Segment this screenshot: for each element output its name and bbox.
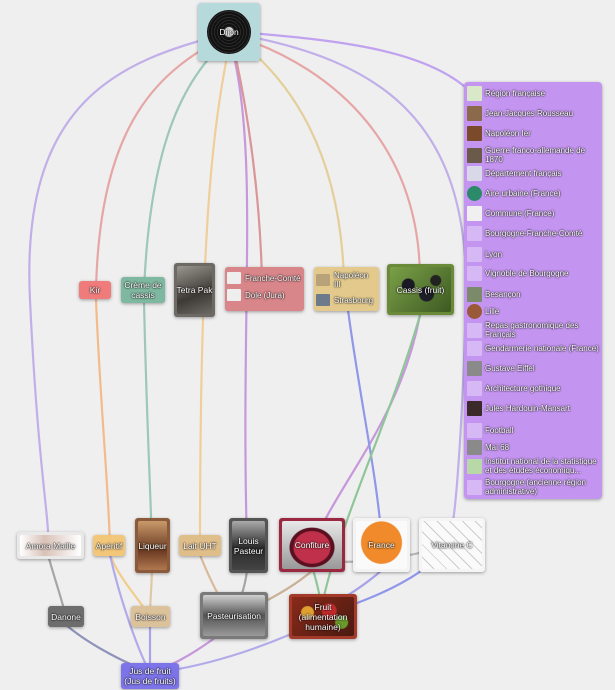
edge-dijon-pasteur: [228, 38, 249, 547]
node-kir[interactable]: Kir: [79, 281, 111, 299]
map-thumbnail-icon: [467, 266, 482, 281]
related-topics-panel: Région française Jean-Jacques Rousseau N…: [464, 82, 602, 499]
city-thumbnail-icon: [467, 287, 482, 302]
panel-item[interactable]: Lille: [467, 304, 599, 319]
panel-item[interactable]: Architecture gothique: [467, 381, 599, 396]
edge-strasbourg-france: [346, 308, 384, 547]
node-aperitif[interactable]: Apéritif: [93, 535, 125, 556]
food-thumbnail-icon: [467, 322, 482, 338]
portrait-thumbnail-icon: [467, 401, 482, 416]
building-thumbnail-icon: [467, 381, 482, 396]
edge-dijon-panel: [235, 30, 466, 88]
pasteur-portrait: [232, 521, 265, 570]
edge-creme-liqueur: [142, 298, 154, 547]
panel-item[interactable]: Vignoble de Bourgogne: [467, 266, 599, 281]
panel-item[interactable]: Napoléon Ier: [467, 126, 599, 141]
photo-thumbnail-icon: [467, 440, 482, 455]
panel-item[interactable]: Institut national de la statistique et d…: [467, 457, 599, 475]
vinyl-record-icon: [207, 10, 251, 54]
portrait-thumbnail-icon: [467, 126, 482, 141]
node-liqueur[interactable]: Liqueur: [135, 518, 170, 573]
map-thumbnail-icon: [467, 206, 482, 221]
portrait-thumbnail-icon: [316, 274, 330, 286]
amora-logo: [20, 535, 81, 556]
panel-item[interactable]: Guerre franco-allemande de 1870: [467, 146, 599, 164]
edge-dijon-franche: [230, 38, 264, 282]
node-fruit[interactable]: Fruit (alimentation humaine): [289, 594, 357, 639]
portrait-thumbnail-icon: [467, 106, 482, 121]
node-pasteurisation[interactable]: Pasteurisation: [200, 592, 268, 639]
node-cassis-fruit[interactable]: Cassis (fruit): [387, 264, 454, 315]
node-lait-uht[interactable]: Lait UHT: [179, 535, 221, 556]
panel-item[interactable]: Département français: [467, 166, 599, 181]
subitem-franche-comte[interactable]: Franche-Comté: [227, 272, 302, 284]
panel-item[interactable]: Lyon: [467, 247, 599, 262]
liqueur-photo: [138, 521, 167, 570]
map-thumbnail-icon: [467, 86, 482, 101]
map-thumbnail-icon: [467, 247, 482, 262]
city-thumbnail-icon: [467, 304, 482, 319]
node-vitamine-c[interactable]: Vitamine C: [419, 518, 485, 572]
map-thumbnail-icon: [467, 226, 482, 241]
tetra-pak-photo: [177, 266, 212, 314]
map-thumbnail-icon: [227, 289, 241, 301]
panel-item[interactable]: Repas gastronomique des Français: [467, 321, 599, 339]
emblem-thumbnail-icon: [467, 341, 482, 356]
panel-item[interactable]: Région française: [467, 86, 599, 101]
node-franche-comte-group[interactable]: Franche-Comté Dole (Jura): [225, 267, 304, 311]
panel-item[interactable]: Jules Hardouin-Mansart: [467, 401, 599, 416]
pasteurisation-photo: [203, 595, 265, 636]
portrait-thumbnail-icon: [467, 361, 482, 376]
city-thumbnail-icon: [316, 294, 330, 306]
node-napoleon-group[interactable]: Napoléon III Strasbourg: [314, 267, 379, 311]
panel-item[interactable]: Besançon: [467, 287, 599, 302]
edge-dijon-creme: [142, 35, 232, 292]
subitem-napoleon-iii[interactable]: Napoléon III: [316, 271, 377, 289]
subitem-strasbourg[interactable]: Strasbourg: [316, 294, 377, 306]
map-thumbnail-icon: [227, 272, 241, 284]
blackcurrant-photo: [390, 267, 451, 312]
panel-item[interactable]: Bourgogne-Franche-Comté: [467, 226, 599, 241]
fruits-photo: [292, 597, 354, 636]
node-dijon[interactable]: Dijon: [198, 3, 260, 61]
node-france[interactable]: France: [353, 518, 410, 572]
map-thumbnail-icon: [467, 479, 482, 495]
panel-item[interactable]: Aire urbaine (France): [467, 186, 599, 201]
panel-item[interactable]: Gendarmerie nationale (France): [467, 341, 599, 356]
node-creme-de-cassis[interactable]: Crème de cassis: [121, 277, 165, 303]
panel-item[interactable]: Gustave Eiffel: [467, 361, 599, 376]
logo-thumbnail-icon: [467, 458, 482, 474]
panel-item[interactable]: Football: [467, 423, 599, 438]
map-thumbnail-icon: [467, 166, 482, 181]
node-tetra-pak[interactable]: Tetra Pak: [174, 263, 215, 317]
edge-dijon-amora: [28, 31, 231, 547]
panel-item[interactable]: Commune (France): [467, 206, 599, 221]
edge-dijon-cassis: [234, 34, 422, 282]
node-jus-de-fruit[interactable]: Jus de fruit (Jus de fruits): [121, 663, 179, 689]
edge-dijon-kir: [94, 33, 230, 292]
subitem-dole[interactable]: Dole (Jura): [227, 289, 302, 301]
node-boisson[interactable]: Boisson: [131, 606, 170, 627]
node-louis-pasteur[interactable]: Louis Pasteur: [229, 518, 268, 573]
node-amora-maille[interactable]: Amora Maille: [17, 532, 84, 559]
edge-kir-aperitif: [94, 298, 112, 547]
edge-dijon-laituht: [198, 38, 232, 547]
france-map: [356, 521, 407, 569]
panel-item[interactable]: Bourgogne (ancienne région administrativ…: [467, 478, 599, 496]
battle-thumbnail-icon: [467, 147, 482, 163]
map-thumbnail-icon: [467, 186, 482, 201]
panel-item[interactable]: Mai 68: [467, 440, 599, 455]
node-confiture[interactable]: Confiture: [279, 518, 345, 572]
node-danone[interactable]: Danone: [48, 606, 84, 627]
jam-photo: [282, 521, 342, 569]
molecule-diagram: [422, 521, 482, 569]
panel-item[interactable]: Jean-Jacques Rousseau: [467, 106, 599, 121]
football-thumbnail-icon: [467, 423, 482, 438]
